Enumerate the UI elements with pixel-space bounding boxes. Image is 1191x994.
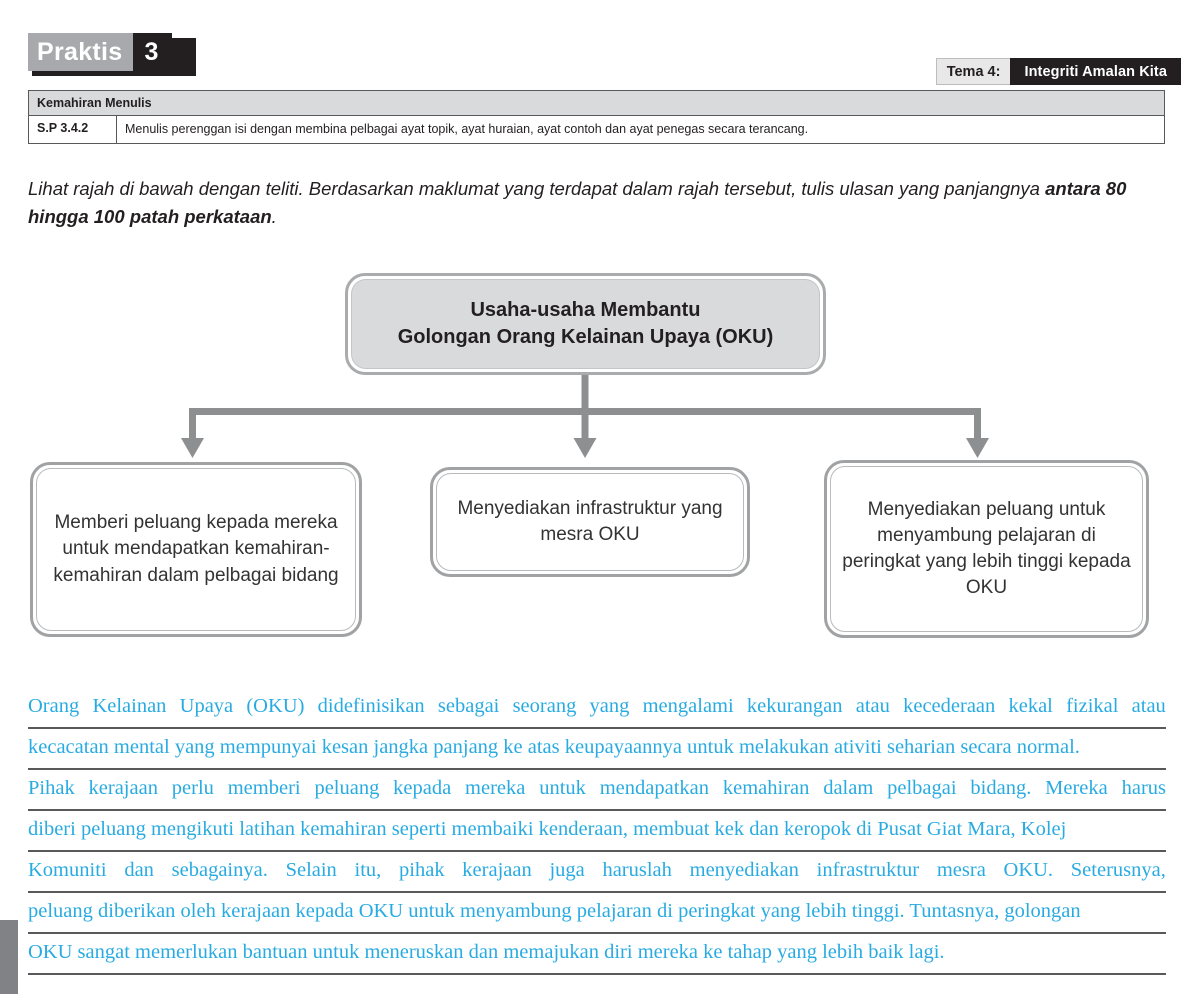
answer-word: sebagai [437,694,500,717]
tema-value: Integriti Amalan Kita [1010,58,1181,85]
diagram-root-line2: Golongan Orang Kelainan Upaya (OKU) [397,326,774,348]
answer-word: seorang [512,694,577,717]
answer-word: perlu [171,776,214,799]
answer-word: atau [855,694,890,717]
praktis-label: Praktis [28,33,133,71]
answer-word: infrastruktur [816,858,920,881]
praktis-badge: Praktis 3 [28,33,196,76]
answer-line-text: Pihak kerajaan perlu memberi peluang kepada me… [28,777,1166,803]
diagram-branch-a-label: Memberi peluang kepada mereka untuk mend… [53,512,339,586]
answer-line: Pihak kerajaan perlu memberi peluang kepada me… [28,770,1166,811]
answer-line-text: OKU sangat memerlukan bantuan untuk mene… [28,940,945,963]
answer-line: Orang Kelainan Upaya (OKU) didefinisikan seba… [28,688,1166,729]
answer-line: peluang diberikan oleh kerajaan kepada O… [28,893,1166,934]
answer-word: untuk [539,776,586,799]
answer-line: diberi peluang mengikuti latihan kemahir… [28,811,1166,852]
diagram-branch-node-a-inner: Memberi peluang kepada mereka untuk mend… [36,468,356,631]
answer-word: kepada [393,776,452,799]
answer-word: OKU. [1003,858,1054,881]
answer-line-text: diberi peluang mengikuti latihan kemahir… [28,817,1067,840]
answer-word: (OKU) [246,694,305,717]
praktis-number: 3 [132,33,173,71]
answer-word: dalam [823,776,874,799]
answer-word: kecederaan [903,694,996,717]
answer-word: juga [549,858,585,881]
diagram-root-node-inner: Usaha-usaha Membantu Golongan Orang Kela… [351,279,820,369]
answer-word: Komuniti [28,858,107,881]
instruction-part2: . [271,206,277,228]
skill-table: Kemahiran Menulis S.P 3.4.2 Menulis pere… [28,90,1165,144]
tema-tag: Tema 4: Integriti Amalan Kita [935,58,1181,85]
answer-word: pelbagai [887,776,957,799]
answer-line-text: Komuniti dan sebagainya. Selain itu, pihak ker… [28,859,1166,885]
answer-word: kekurangan [746,694,843,717]
answer-word: harus [1121,776,1166,799]
answer-word: Seterusnya, [1070,858,1166,881]
answer-word: mengalami [642,694,734,717]
tema-label: Tema 4: [935,58,1011,85]
diagram-branch-node-b-inner: Menyediakan infrastruktur yang mesra OKU [436,473,744,571]
answer-word: Orang [28,694,80,717]
answer-word: dan [124,858,154,881]
answer-word: didefinisikan [317,694,425,717]
answer-word: yang [589,694,630,717]
diagram-root-line1: Usaha-usaha Membantu [470,299,701,322]
page-edge-tab [0,920,18,994]
instruction-part1: Lihat rajah di bawah dengan teliti. Berd… [28,178,1046,199]
answer-word: Selain [285,858,337,881]
answer-word: sebagainya. [171,858,268,881]
diagram-branch-node-a: Memberi peluang kepada mereka untuk mend… [30,462,362,637]
answer-word: kekal [1008,694,1053,717]
answer-word: mesra [936,858,986,881]
diagram-branch-b-label: Menyediakan infrastruktur yang mesra OKU [457,497,723,545]
skill-code: S.P 3.4.2 [29,116,117,143]
answer-word: mendapatkan [599,776,710,799]
answer-word: bidang. [970,776,1032,799]
answer-word: menyediakan [689,858,799,881]
instruction-paragraph: Lihat rajah di bawah dengan teliti. Berd… [28,175,1166,231]
answer-line: Komuniti dan sebagainya. Selain itu, pihak ker… [28,852,1166,893]
answer-word: Kelainan [92,694,167,717]
answer-line-text: kecacatan mental yang mempunyai kesan ja… [28,735,1080,758]
answer-line: kecacatan mental yang mempunyai kesan ja… [28,729,1166,770]
answer-word: atau [1131,694,1166,717]
skill-description: Menulis perenggan isi dengan membina pel… [125,122,809,137]
instruction-bold: antara 80 hingga 100 patah perkataan [28,178,1127,228]
answer-line: OKU sangat memerlukan bantuan untuk mene… [28,934,1166,975]
diagram-branch-node-c-inner: Menyediakan peluang untuk menyambung pel… [830,466,1143,632]
answer-word: haruslah [602,858,672,881]
answer-word: pihak [399,858,445,881]
diagram-branch-node-c: Menyediakan peluang untuk menyambung pel… [824,460,1149,638]
answer-word: Pihak [28,776,75,799]
answer-line-text: peluang diberikan oleh kerajaan kepada O… [28,899,1081,922]
answer-word: kerajaan [88,776,158,799]
skill-table-section-title: Kemahiran Menulis [29,91,1164,117]
diagram-branch-node-b: Menyediakan infrastruktur yang mesra OKU [430,467,750,577]
answer-block: Orang Kelainan Upaya (OKU) didefinisikan seba… [28,688,1166,975]
answer-line-text: Orang Kelainan Upaya (OKU) didefinisikan seba… [28,695,1166,721]
answer-word: Mereka [1045,776,1108,799]
answer-word: fizikal [1066,694,1119,717]
answer-word: kemahiran [722,776,810,799]
answer-word: memberi [227,776,301,799]
diagram-branch-c-label: Menyediakan peluang untuk menyambung pel… [842,498,1131,599]
answer-word: Upaya [179,694,234,717]
answer-word: itu, [354,858,382,881]
answer-word: peluang [314,776,380,799]
diagram-root-node: Usaha-usaha Membantu Golongan Orang Kela… [345,273,826,375]
answer-word: mereka [465,776,526,799]
skill-table-row: S.P 3.4.2 Menulis perenggan isi dengan m… [29,116,1164,143]
answer-word: kerajaan [462,858,532,881]
